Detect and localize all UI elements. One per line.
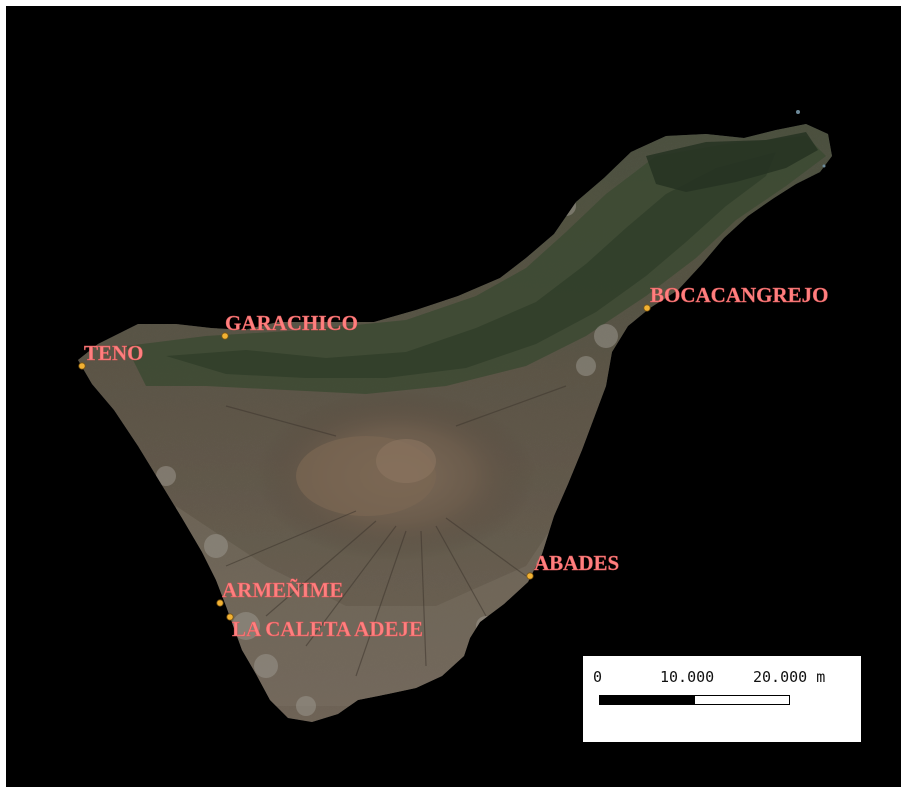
islet [822, 164, 826, 168]
place-marker-garachico[interactable] [221, 332, 229, 340]
place-marker-teno[interactable] [78, 362, 86, 370]
place-la-caleta-adeje[interactable]: LA CALETA ADEJE [226, 613, 423, 641]
place-label-garachico: GARACHICO [225, 311, 358, 335]
place-marker-bocacangrejo[interactable] [643, 304, 651, 312]
place-armenime[interactable]: ARMEÑIME [216, 578, 344, 607]
map-canvas[interactable]: BOCACANGREJO GARACHICO TENO ABADES ARMEÑIME L… [6, 6, 901, 787]
islet [796, 110, 800, 114]
map-layer: BOCACANGREJO GARACHICO TENO ABADES ARMEÑIME L… [78, 110, 832, 722]
place-label-teno: TENO [84, 341, 144, 365]
place-label-abades: ABADES [534, 551, 619, 575]
scale-tick-20000: 20.000 m [753, 668, 826, 686]
scale-segment-white [694, 695, 790, 705]
place-bocacangrejo[interactable]: BOCACANGREJO [643, 283, 829, 312]
place-label-la-caleta-adeje: LA CALETA ADEJE [232, 617, 423, 641]
scale-bar: 0 10.000 20.000 m [583, 656, 861, 742]
scale-segment-black [599, 695, 695, 705]
place-garachico[interactable]: GARACHICO [221, 311, 358, 340]
place-label-armenime: ARMEÑIME [222, 578, 343, 602]
place-abades[interactable]: ABADES [526, 551, 619, 580]
place-marker-abades[interactable] [526, 572, 534, 580]
place-label-bocacangrejo: BOCACANGREJO [650, 283, 829, 307]
scale-tick-10000: 10.000 [660, 668, 715, 686]
places-layer: BOCACANGREJO GARACHICO TENO ABADES ARMEÑIME L… [78, 283, 829, 641]
place-teno[interactable]: TENO [78, 341, 144, 370]
terrain-texture [126, 132, 826, 716]
place-marker-armenime[interactable] [216, 599, 224, 607]
place-marker-la-caleta-adeje[interactable] [226, 613, 234, 621]
scale-tick-0: 0 [593, 668, 603, 686]
